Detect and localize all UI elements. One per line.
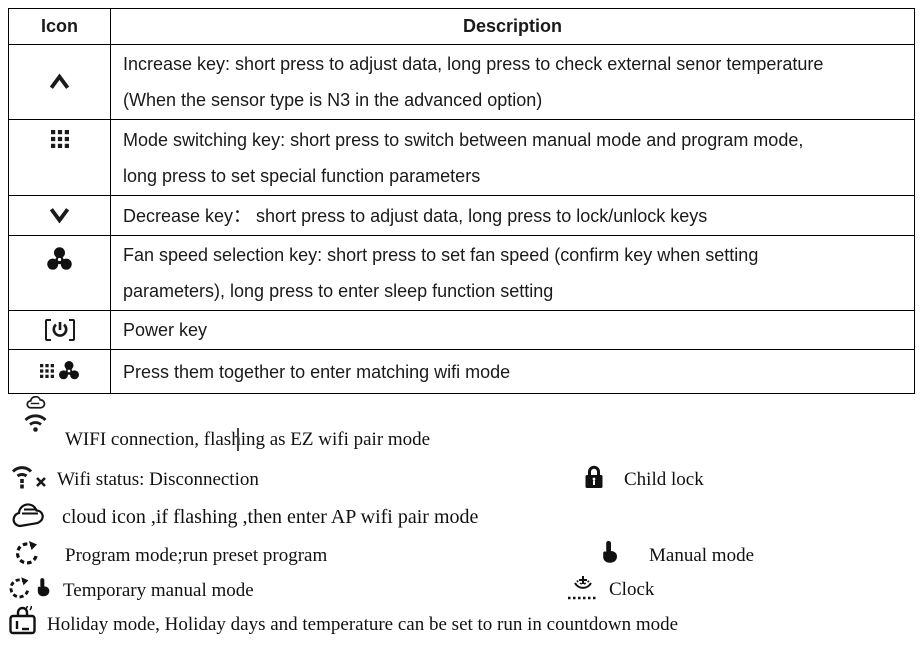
manual-mode-label: Manual mode xyxy=(649,545,755,566)
program-mode-icon xyxy=(12,539,41,567)
cloud-label: cloud icon ,if flashing ,then enter AP w… xyxy=(62,506,479,528)
fan-icon xyxy=(46,247,73,270)
mode-grid-icon xyxy=(39,364,54,378)
table-row: Power key xyxy=(8,310,915,350)
icon-column-header: Icon xyxy=(8,8,111,45)
temporary-manual-label: Temporary manual mode xyxy=(63,580,254,601)
holiday-mode-label: Holiday mode, Holiday days and temperatu… xyxy=(47,614,679,635)
description-text: Fan speed selection key: short press to … xyxy=(123,245,759,265)
program-mode-label: Program mode;run preset program xyxy=(65,545,328,566)
wifi-connection-label: WIFI connection, flashing as EZ wifi pai… xyxy=(65,429,431,450)
temporary-manual-icon xyxy=(6,575,51,601)
clock-label: Clock xyxy=(609,579,655,600)
child-lock-icon xyxy=(583,465,605,490)
clock-icon xyxy=(566,574,600,602)
description-column-header: Description xyxy=(110,8,915,45)
description-text: Press them together to enter matching wi… xyxy=(123,361,511,382)
description-text: Decrease key： short press to adjust data… xyxy=(123,205,708,226)
description-text: long press to set special function param… xyxy=(123,165,481,186)
increase-arrow-icon xyxy=(48,73,71,90)
table-row: Increase key: short press to adjust data… xyxy=(8,44,915,120)
table-header-row: Icon Description xyxy=(8,8,915,45)
description-text: (When the sensor type is N3 in the advan… xyxy=(123,90,543,110)
fan-icon xyxy=(58,361,79,380)
description-text: Mode switching key: short press to switc… xyxy=(123,129,804,150)
description-text: Power key xyxy=(123,320,208,340)
key-description-table: Icon Description Increase key: short pre… xyxy=(8,8,915,394)
description-text: Increase key: short press to adjust data… xyxy=(123,54,824,74)
table-row: Fan speed selection key: short press to … xyxy=(8,235,915,311)
wifi-disconnected-icon xyxy=(9,463,51,490)
table-row: Mode switching key: short press to switc… xyxy=(8,119,915,196)
cloud-icon xyxy=(10,501,50,529)
decrease-arrow-icon xyxy=(48,207,71,224)
table-row: Decrease key： short press to adjust data… xyxy=(8,195,915,236)
holiday-icon xyxy=(7,606,39,637)
wifi-cloud-icon xyxy=(22,396,49,433)
manual-hand-icon xyxy=(601,540,619,567)
mode-grid-icon xyxy=(50,130,69,148)
text-cursor xyxy=(237,428,239,451)
description-text: parameters), long press to enter sleep f… xyxy=(123,281,554,301)
power-icon xyxy=(43,319,77,341)
wifi-disconnection-label: Wifi status: Disconnection xyxy=(57,469,259,490)
child-lock-label: Child lock xyxy=(624,469,704,490)
table-row: Press them together to enter matching wi… xyxy=(8,349,915,394)
mode-grid-and-fan-icon xyxy=(39,360,80,382)
